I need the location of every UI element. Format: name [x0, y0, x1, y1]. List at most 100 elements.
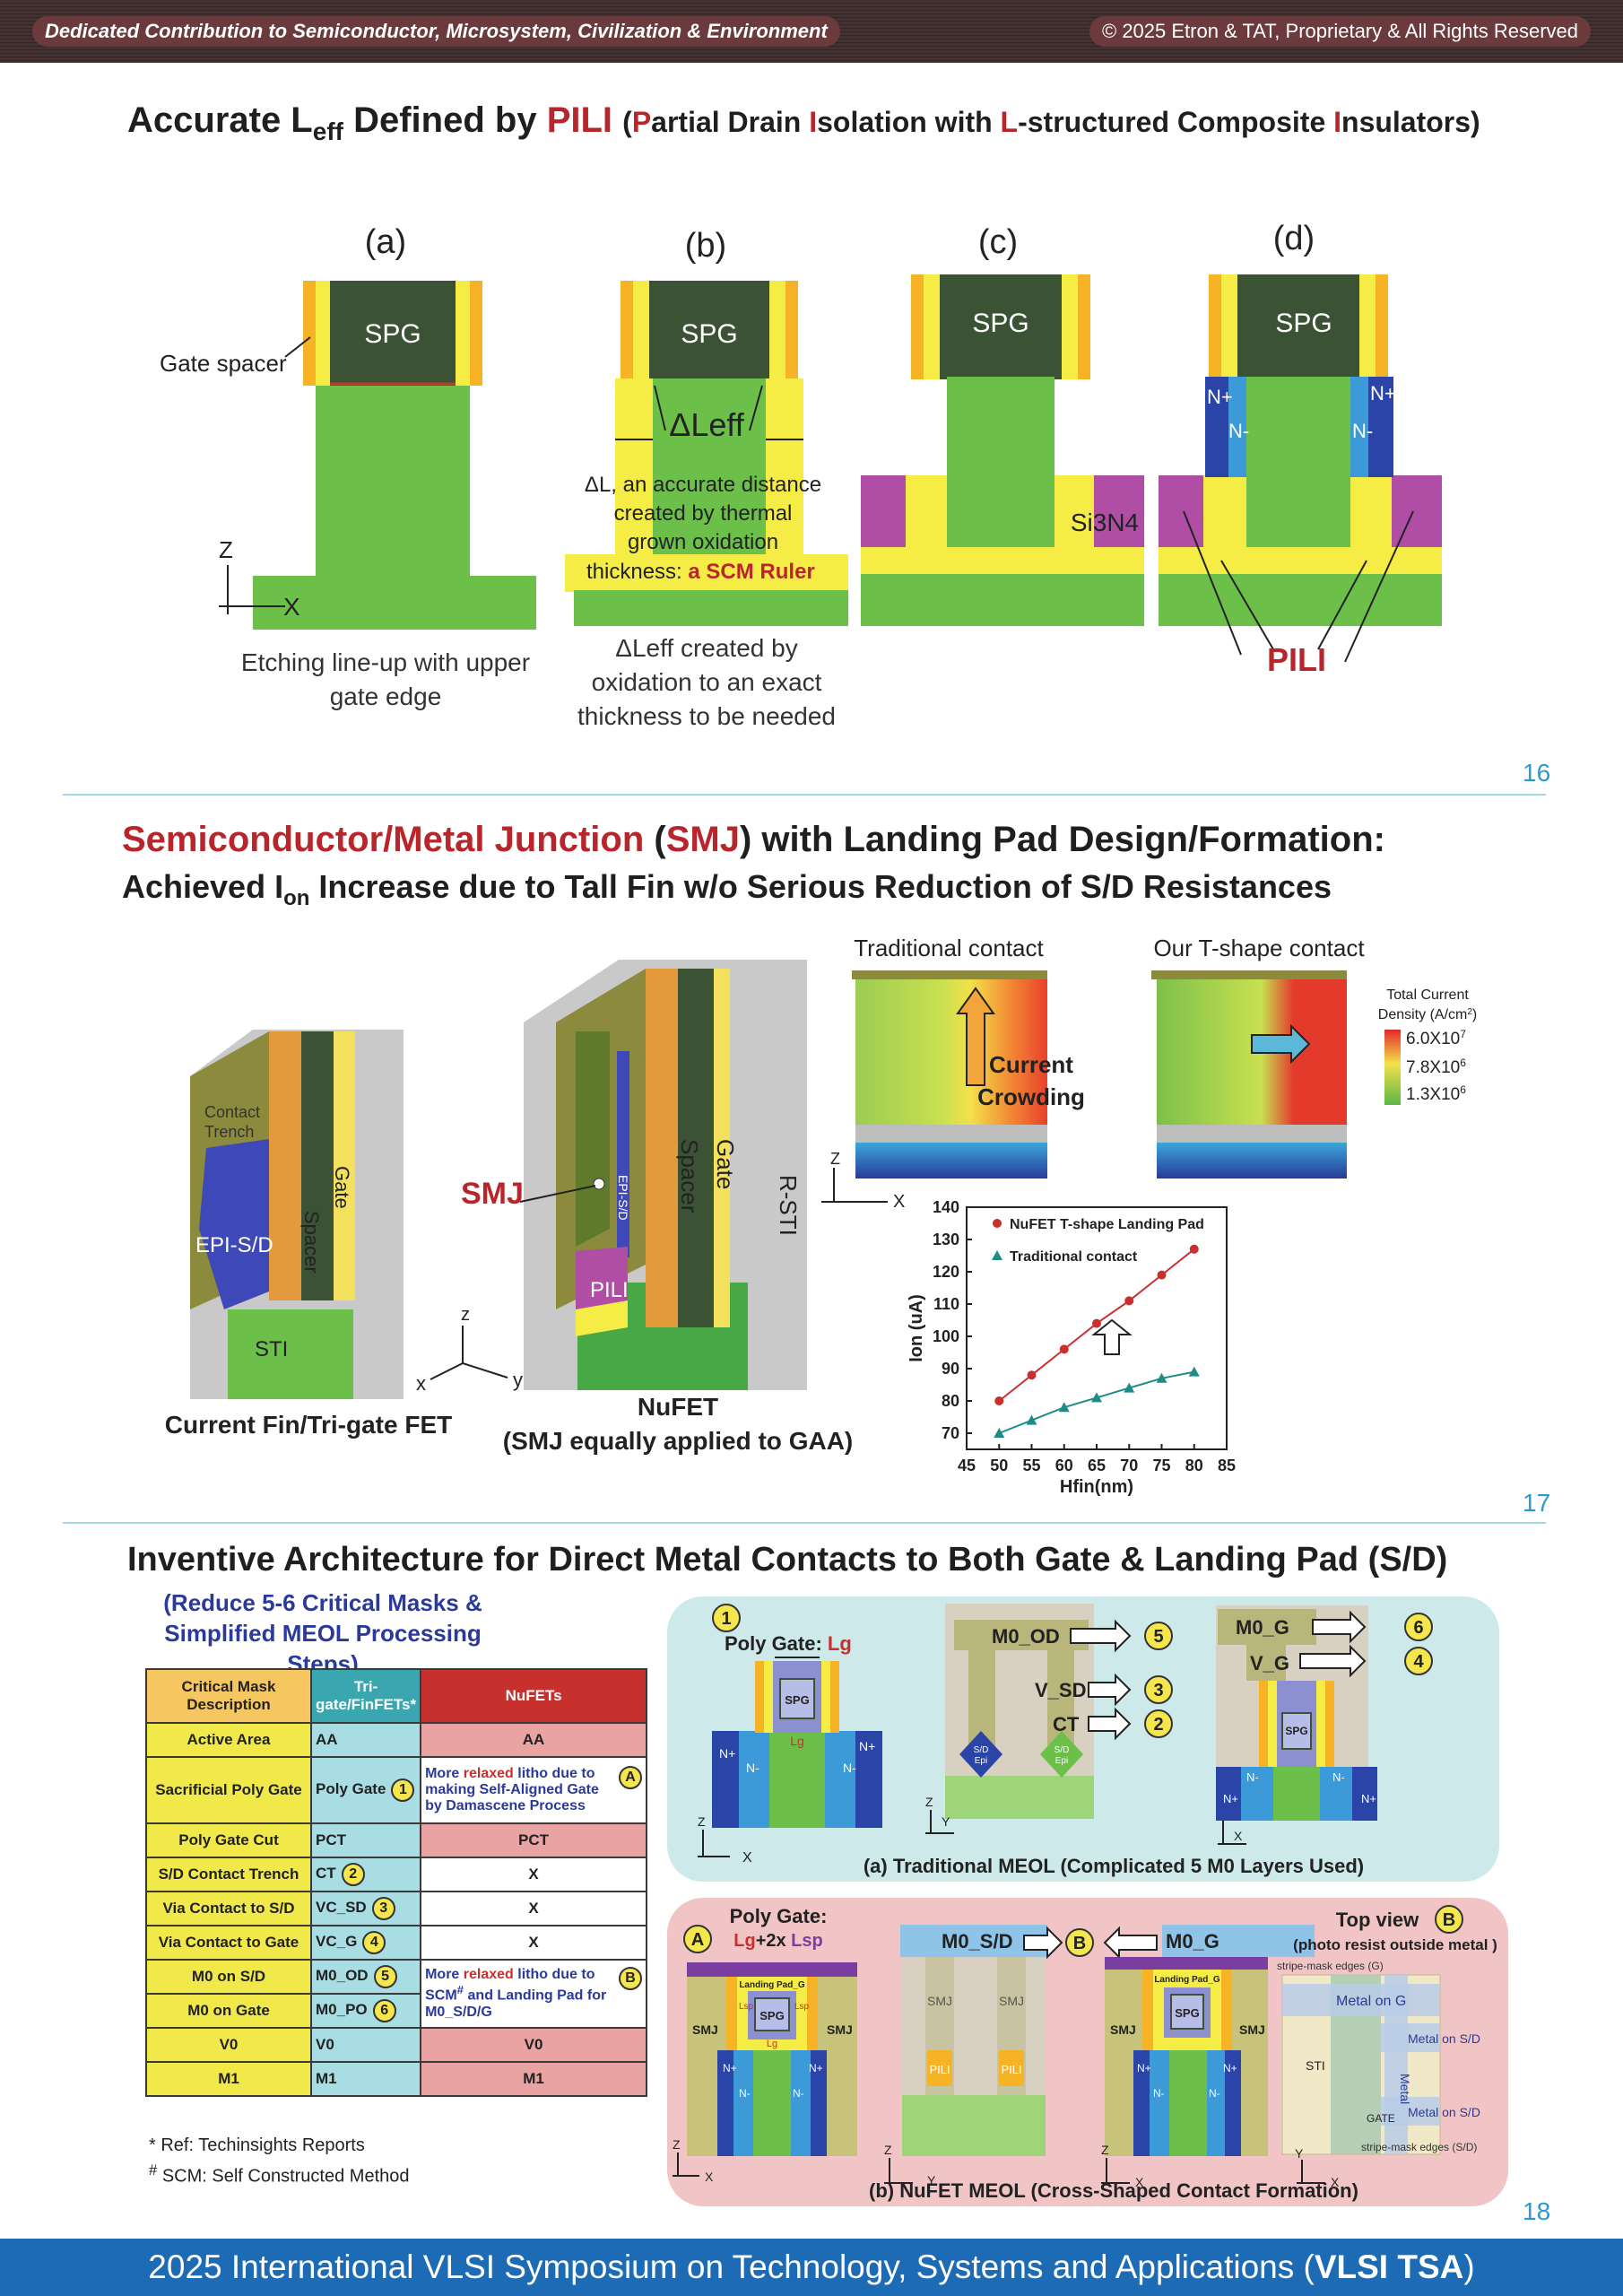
mark-B — [1065, 1928, 1094, 1957]
nplus-l-r: N+ — [1137, 2062, 1151, 2074]
note-badge-A: A — [619, 1766, 642, 1789]
pili-oxide — [576, 1300, 628, 1336]
legend-title-1: Total Current — [1386, 987, 1469, 1003]
spg-block-c — [940, 274, 1062, 379]
gate-spacer-label: Gate spacer — [160, 350, 287, 377]
t: 6.0X10 — [1406, 1030, 1460, 1048]
dl-note-3: grown oxidation — [628, 530, 778, 554]
lg-lsp-label: Lg+2x Lsp — [733, 1931, 822, 1951]
mark-B-text: B — [1073, 1934, 1086, 1953]
fin-fet-3d: Contact Trench EPI-S/D STI Spacer Gate — [190, 1030, 404, 1399]
smj-left: SMJ — [692, 2022, 718, 2037]
slide18-subtitle: (Reduce 5-6 Critical Masks & Simplified … — [143, 1587, 502, 1679]
traditional-contact-sim: Current Crowding — [852, 970, 1085, 1178]
spg-inner — [754, 1997, 790, 2031]
axis-z-mid-label: Z — [925, 1795, 933, 1809]
t: ) with Landing Pad Design/Formation: — [739, 820, 1385, 859]
fin-c — [947, 377, 1055, 574]
traditional-meol-panel: 1 Poly Gate: Lg SPG Lg N+ N- N- N+ Z X S… — [667, 1596, 1499, 1882]
axes-3d: z x y — [416, 1305, 523, 1395]
legend-label: NuFET T-shape Landing Pad — [1010, 1217, 1204, 1232]
mark-2-text: 2 — [1153, 1715, 1163, 1735]
metal-on-sd-row-1 — [1381, 2023, 1440, 2052]
sim-z-label: Z — [830, 1150, 840, 1168]
landing-pad-g-r: Landing Pad_G — [1154, 1975, 1220, 1985]
pili-right-text: PILI — [1001, 2063, 1021, 2076]
mark-6-text: 6 — [1413, 1618, 1423, 1638]
nplus-r: N+ — [809, 2062, 823, 2074]
r-nminus-l: N- — [1246, 1770, 1259, 1784]
header-left-text: Dedicated Contribution to Semiconductor,… — [32, 16, 840, 47]
spg-label-b: SPG — [681, 319, 737, 349]
cell-desc: Active Area — [145, 1722, 312, 1758]
t: Density (A/cm — [1378, 1007, 1468, 1022]
nminus-left: N- — [1228, 420, 1249, 442]
x-tick-label: 75 — [1152, 1457, 1170, 1474]
nminus-l-r: N- — [1153, 2087, 1165, 2100]
t: 2 — [1467, 1007, 1472, 1017]
spg-inner — [779, 1678, 815, 1719]
rsti-label: R-STI — [775, 1175, 802, 1236]
arrow-4 — [1299, 1644, 1367, 1678]
t: ( — [644, 820, 666, 859]
m0-od-block — [954, 1620, 1089, 1650]
nufet-spacer — [646, 969, 678, 1327]
t: Tri-gate/FinFETs — [316, 1678, 411, 1713]
y-tick-label: 110 — [933, 1295, 959, 1313]
t: nsulators) — [1341, 106, 1480, 138]
nplus-l: N+ — [723, 2062, 737, 2074]
mark-B-top-text: B — [1443, 1910, 1455, 1930]
nplus-left: N+ — [719, 1746, 735, 1761]
t: I — [809, 106, 818, 138]
oxide-base-c — [861, 547, 1144, 574]
x-tick-label: 60 — [1055, 1457, 1073, 1474]
substrate-c — [861, 574, 1144, 626]
leff-arrow-left — [654, 385, 666, 431]
axis-z-label: Z — [673, 2137, 681, 2152]
ref-1: * Ref: Techinsights Reports — [149, 2135, 365, 2155]
mask-number-badge: 2 — [341, 1863, 365, 1886]
legend-marker — [992, 1250, 1002, 1260]
r-spg — [1281, 1712, 1312, 1750]
title-sub: eff — [312, 117, 343, 145]
x-tick-label: 65 — [1088, 1457, 1106, 1474]
arrow-B-left — [1103, 1926, 1158, 1960]
panel-d: SPG N+ N- N+ N- PILI — [1159, 274, 1442, 678]
pili-arrow-4 — [1344, 510, 1414, 663]
contact-label-2: Trench — [204, 1123, 254, 1141]
sim-field — [855, 979, 1047, 1125]
sim-gap — [1157, 1125, 1347, 1143]
title-paren: (Partial Drain Isolation with L-structur… — [622, 106, 1480, 138]
nplus-right: N+ — [859, 1739, 875, 1753]
t: P — [631, 106, 652, 138]
spg-label-a: SPG — [364, 319, 421, 349]
mask-number-badge: 4 — [362, 1931, 386, 1954]
nufet-poly-gate-fig: A Poly Gate: Lg+2x Lsp SPG Landing Pad_G… — [673, 1905, 857, 2184]
pili-region — [576, 1247, 628, 1309]
dl-note-1: ΔL, an accurate distance — [585, 473, 821, 497]
fin-block — [769, 1731, 825, 1828]
top-view-label: Top view — [1336, 1909, 1419, 1931]
pili-arrow-1 — [1183, 510, 1242, 656]
t: I — [1333, 106, 1342, 138]
mark-4 — [1404, 1647, 1433, 1675]
note-badge-B: B — [619, 1967, 642, 1991]
x-tick-label: 80 — [1185, 1457, 1203, 1474]
t: artial Drain — [651, 106, 810, 138]
axis-x-r-label: X — [1234, 1829, 1243, 1843]
axis-x-label: X — [742, 1850, 752, 1866]
axis-z-label: Z — [698, 1814, 706, 1829]
t-shape-contact-label: Our T-shape contact — [1153, 935, 1365, 961]
t: 7.8X10 — [1406, 1058, 1460, 1077]
mark-1-text: 1 — [721, 1609, 731, 1629]
header-desc: Critical Mask Description — [145, 1668, 312, 1724]
mark-5 — [1144, 1622, 1173, 1650]
cell-fin-text: AA — [316, 1731, 338, 1748]
sti-fin — [228, 1309, 353, 1399]
t: L — [1000, 106, 1019, 138]
header-right-text: © 2025 Etron & TAT, Proprietary & All Ri… — [1089, 16, 1591, 47]
sti-label: STI — [255, 1337, 288, 1361]
